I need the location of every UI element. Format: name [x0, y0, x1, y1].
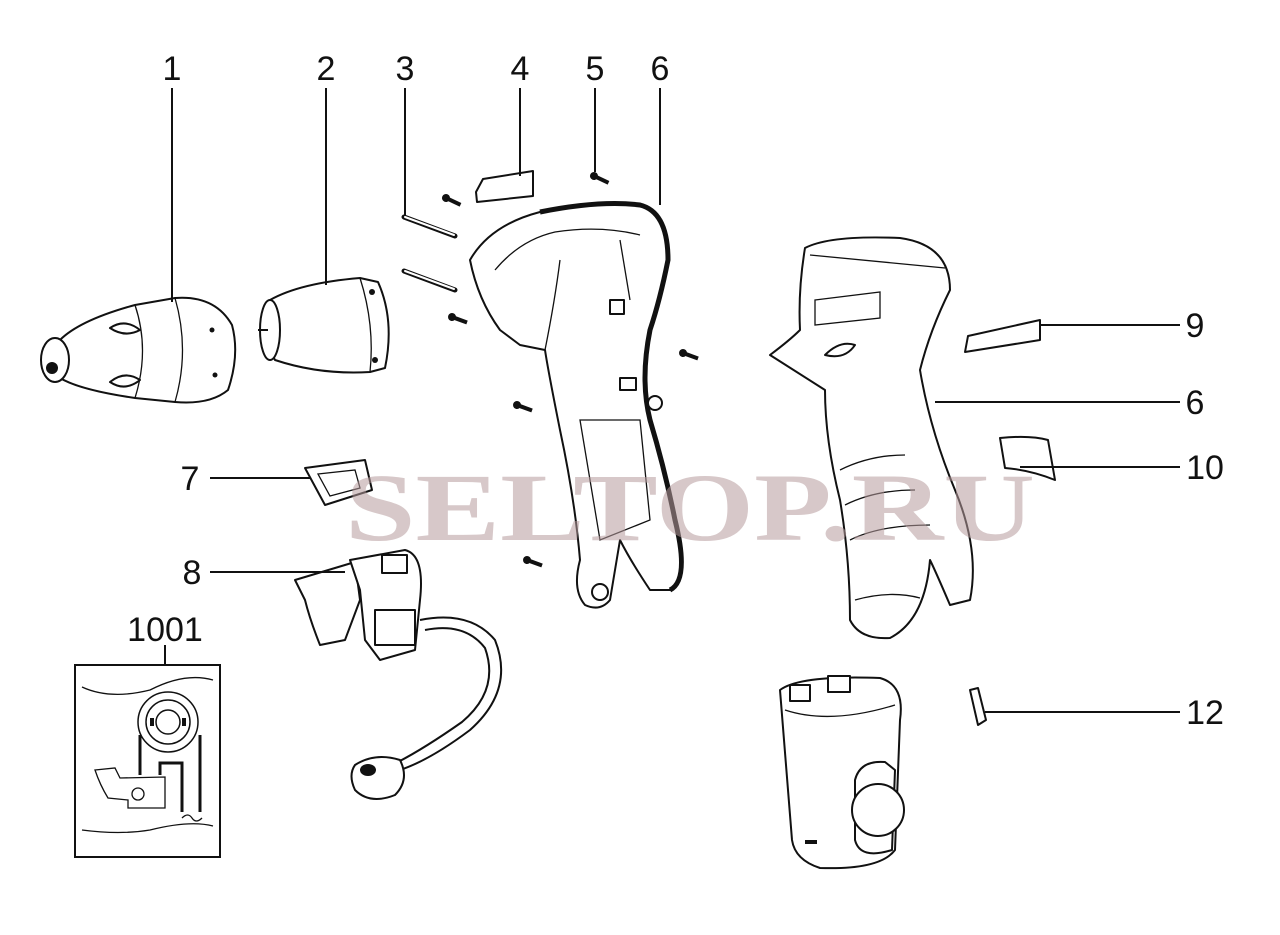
wiring-diagram-box[interactable] [74, 664, 221, 858]
callout-7: 7 [181, 460, 200, 498]
part-label-9[interactable] [964, 319, 1041, 353]
callout-1001: 1001 [127, 611, 203, 649]
part-housing-left[interactable] [469, 201, 684, 609]
callout-3: 3 [396, 50, 415, 88]
part-switch[interactable] [294, 549, 503, 800]
callout-1: 1 [163, 50, 182, 88]
watermark-text: SELTOP.RU [345, 454, 1035, 561]
callout-8: 8 [183, 554, 202, 592]
part-label-10[interactable] [999, 435, 1056, 481]
part-motor[interactable] [258, 277, 390, 374]
part-housing-right[interactable] [769, 236, 974, 640]
part-screws[interactable] [441, 171, 700, 570]
part-label-4[interactable] [475, 170, 534, 203]
callout-12: 12 [1186, 694, 1224, 732]
part-clip[interactable] [969, 687, 987, 726]
part-switch-cover[interactable] [304, 459, 373, 506]
callout-9: 9 [1186, 307, 1205, 345]
part-battery[interactable] [779, 675, 905, 870]
part-chuck[interactable] [40, 296, 237, 404]
callout-4: 4 [511, 50, 530, 88]
callout-5: 5 [586, 50, 605, 88]
callout-6: 6 [651, 50, 670, 88]
callout-10: 10 [1186, 449, 1224, 487]
callout-6b: 6 [1186, 384, 1205, 422]
part-pins[interactable] [401, 214, 458, 293]
callout-2: 2 [317, 50, 336, 88]
